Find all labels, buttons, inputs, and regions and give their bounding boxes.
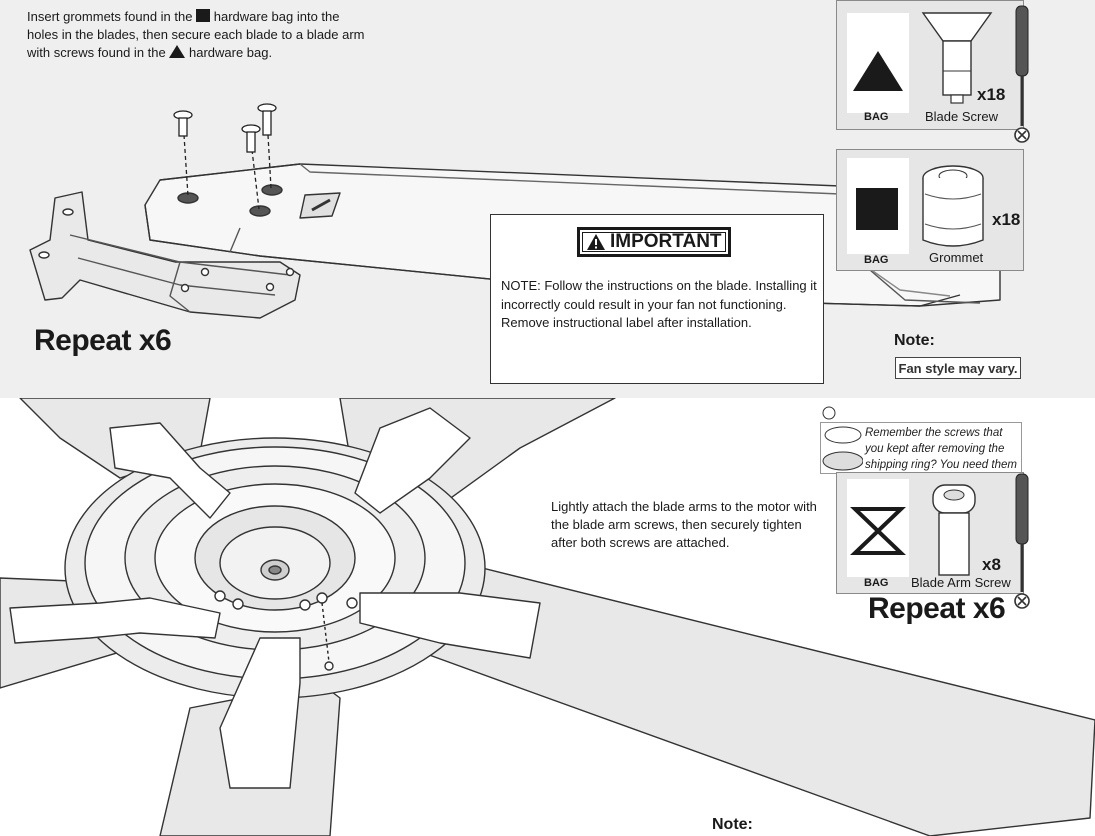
instruction-text: with screws found in the [27, 45, 166, 60]
quantity-label: x18 [977, 85, 1006, 104]
instruction-text: hardware bag. [188, 45, 273, 60]
important-text: NOTE: Follow the instructions on the bla… [501, 278, 817, 330]
fan-style-note: Fan style may vary. [895, 357, 1021, 379]
blade-arm-screw-panel: BAG x8 Blade Arm Screw [836, 472, 1024, 594]
part-label: Blade Screw [925, 109, 998, 124]
part-label: Blade Arm Screw [911, 575, 1011, 590]
instruction-text: Insert grommets found in the [27, 9, 193, 24]
grommet-panel: BAG x18 Grommet [836, 149, 1024, 271]
triangle-symbol-icon [853, 51, 903, 91]
repeat-label: Repeat x6 [868, 592, 1006, 625]
hourglass-symbol-icon [850, 507, 906, 555]
bag-label: BAG [864, 254, 889, 266]
bag-label: BAG [864, 577, 889, 589]
note-label: Note: [712, 816, 753, 833]
quantity-label: x18 [992, 210, 1021, 229]
instruction-text: hardware bag into the [213, 9, 340, 24]
part-label: Grommet [929, 250, 984, 265]
motor-assembly-illustration [0, 398, 1095, 836]
important-title: IMPORTANT [577, 227, 731, 257]
important-title-text: IMPORTANT [610, 231, 722, 252]
bag-label: BAG [864, 111, 889, 123]
important-notice: IMPORTANT NOTE: Follow the instructions … [490, 214, 824, 384]
repeat-label: Repeat x6 [34, 324, 172, 357]
step2-instruction: Lightly attach the blade arms to the mot… [551, 499, 817, 550]
triangle-bag-icon [169, 45, 186, 58]
shipping-ring-callout: Remember the screws that you kept after … [820, 406, 1022, 487]
bag-image [847, 158, 909, 254]
screwdriver-icon [1014, 473, 1030, 609]
bag-image [847, 479, 909, 577]
screwdriver-icon [1014, 5, 1030, 143]
square-bag-icon [196, 9, 211, 22]
warning-icon [587, 234, 605, 250]
quantity-label: x8 [982, 555, 1001, 574]
note-label: Note: [894, 332, 935, 349]
square-symbol-icon [856, 188, 898, 230]
bag-image [847, 13, 909, 113]
blade-arm-screw-icon [932, 484, 976, 576]
step1-instruction: Insert grommets found in the hardware ba… [27, 8, 372, 62]
blade-screw-icon [921, 12, 993, 104]
blade-screw-panel: BAG x18 Blade Screw [836, 0, 1024, 130]
instruction-text: holes in the blades, then secure each bl… [27, 27, 365, 42]
shipping-ring-icon [822, 406, 863, 471]
callout-text: Remember the screws that you kept after … [865, 427, 1017, 487]
grommet-icon [922, 165, 984, 247]
